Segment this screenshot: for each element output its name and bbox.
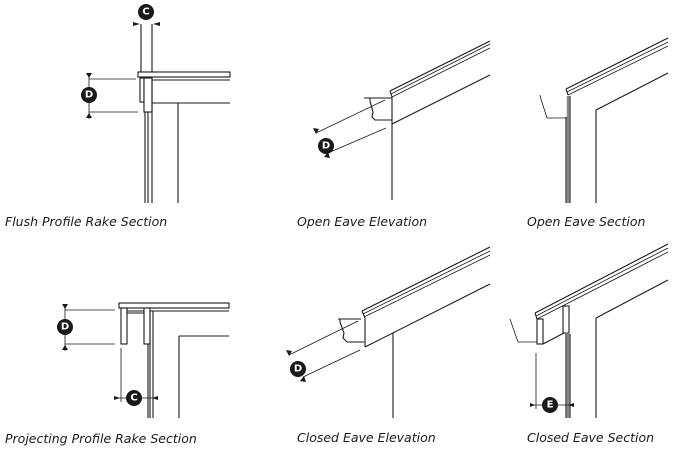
svg-text:D: D bbox=[85, 90, 93, 101]
dimension-badge-d: D bbox=[290, 361, 306, 377]
dimension-badge-d: D bbox=[318, 138, 334, 154]
flush-profile-rake-section-drawing bbox=[86, 24, 231, 203]
dimension-badge-c: C bbox=[126, 390, 142, 406]
open-eave-elevation-drawing bbox=[313, 40, 491, 200]
svg-text:C: C bbox=[130, 393, 137, 404]
dimension-badge-e: E bbox=[542, 397, 558, 413]
dimension-badge-d: D bbox=[57, 319, 73, 335]
caption-open-eave-elevation: Open Eave Elevation bbox=[297, 214, 428, 229]
svg-text:D: D bbox=[322, 141, 330, 152]
dimension-badge-d: D bbox=[81, 87, 97, 103]
caption-open-eave-section: Open Eave Section bbox=[527, 214, 646, 229]
svg-text:D: D bbox=[61, 322, 69, 333]
projecting-profile-rake-section-drawing bbox=[62, 302, 230, 418]
caption-closed-eave-section: Closed Eave Section bbox=[527, 430, 655, 445]
caption-closed-eave-elevation: Closed Eave Elevation bbox=[297, 430, 436, 445]
dimension-badge-c: C bbox=[133, 4, 160, 26]
closed-eave-section-drawing bbox=[509, 243, 669, 418]
closed-eave-elevation-drawing bbox=[286, 246, 491, 418]
open-eave-section-drawing bbox=[539, 37, 669, 203]
svg-text:C: C bbox=[142, 7, 149, 18]
caption-flush-profile-rake-section: Flush Profile Rake Section bbox=[5, 214, 168, 229]
svg-text:D: D bbox=[294, 364, 302, 375]
caption-projecting-profile-rake-section: Projecting Profile Rake Section bbox=[5, 431, 197, 446]
svg-text:E: E bbox=[547, 400, 554, 411]
